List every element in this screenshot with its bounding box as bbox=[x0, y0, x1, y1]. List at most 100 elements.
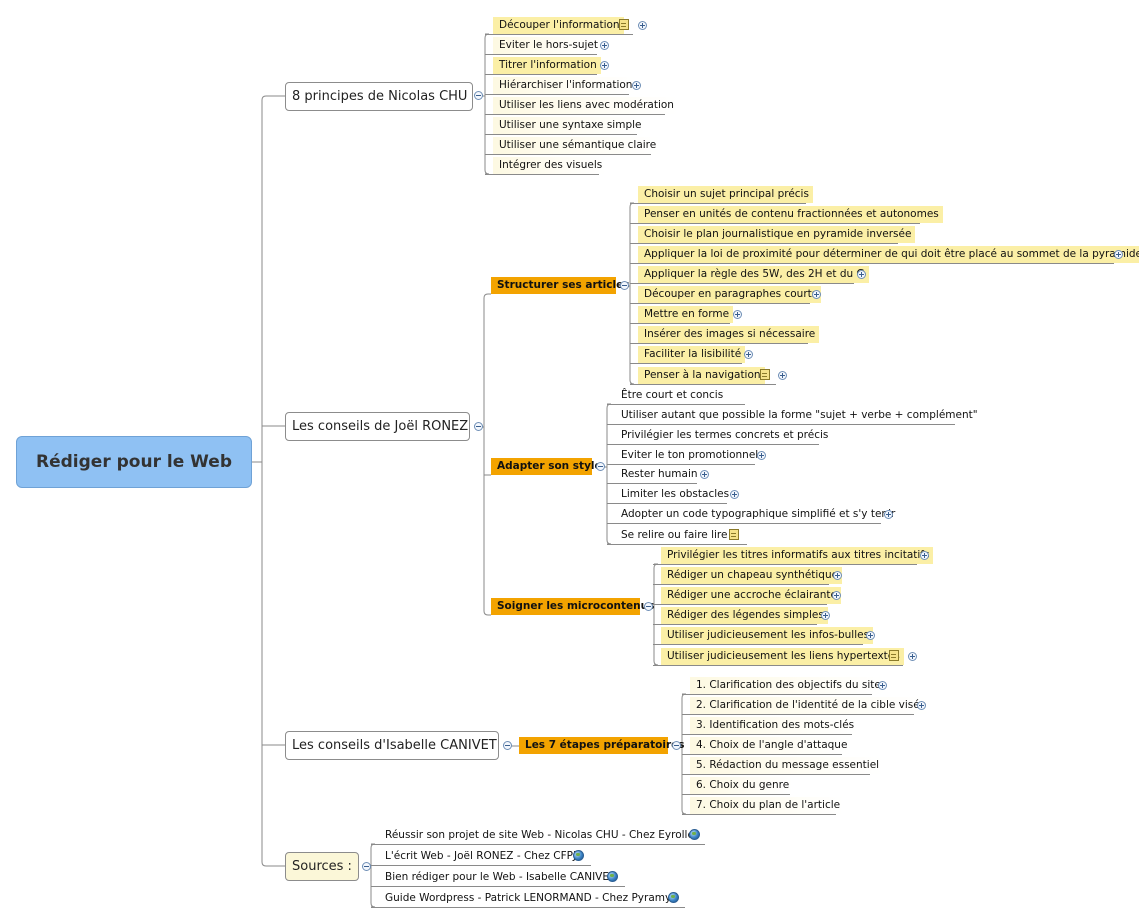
leaf-unites-contenu[interactable]: Penser en unités de contenu fractionnées… bbox=[638, 206, 943, 223]
connector bbox=[653, 660, 659, 666]
collapse-minus-icon[interactable] bbox=[474, 91, 483, 100]
leaf-limiter-obstacles[interactable]: Limiter les obstacles bbox=[621, 488, 730, 500]
leaf-mettre-en-forme[interactable]: Mettre en forme bbox=[638, 306, 734, 323]
leaf-se-relire[interactable]: Se relire ou faire lire bbox=[621, 529, 728, 541]
leaf-regle-5w[interactable]: Appliquer la règle des 5W, des 2H et du … bbox=[638, 266, 869, 283]
expand-plus-icon[interactable] bbox=[600, 61, 609, 70]
connector bbox=[261, 861, 285, 867]
globe-link-icon[interactable] bbox=[689, 829, 700, 840]
expand-plus-icon[interactable] bbox=[730, 490, 739, 499]
note-icon[interactable] bbox=[729, 529, 739, 540]
connector bbox=[484, 169, 490, 175]
connector bbox=[681, 809, 687, 815]
note-icon[interactable] bbox=[619, 19, 629, 30]
leaf-source-chu[interactable]: Réussir son projet de site Web - Nicolas… bbox=[385, 829, 700, 841]
collapse-minus-icon[interactable] bbox=[596, 462, 605, 471]
collapse-minus-icon[interactable] bbox=[503, 741, 512, 750]
expand-plus-icon[interactable] bbox=[632, 81, 641, 90]
leaf-etape-1[interactable]: 1. Clarification des objectifs du site bbox=[690, 677, 885, 694]
leaf-accroche-eclairante[interactable]: Rédiger une accroche éclairante bbox=[661, 587, 841, 604]
leaf-etape-3[interactable]: 3. Identification des mots-clés bbox=[690, 717, 859, 734]
topic-sources[interactable]: Sources : bbox=[285, 852, 359, 881]
leaf-etape-5[interactable]: 5. Rédaction du message essentiel bbox=[690, 757, 884, 774]
leaf-semantique-claire[interactable]: Utiliser une sémantique claire bbox=[493, 137, 661, 154]
subtopic-structurer[interactable]: Structurer ses articles bbox=[491, 277, 629, 294]
leaf-court-concis[interactable]: Être court et concis bbox=[621, 389, 724, 401]
expand-plus-icon[interactable] bbox=[1114, 250, 1123, 259]
expand-plus-icon[interactable] bbox=[833, 571, 842, 580]
subtopic-7-etapes[interactable]: Les 7 étapes préparatoires bbox=[519, 737, 685, 754]
note-icon[interactable] bbox=[889, 650, 899, 661]
leaf-rester-humain[interactable]: Rester humain bbox=[621, 468, 698, 480]
leaf-decouper-information[interactable]: Découper l'information bbox=[493, 17, 624, 34]
expand-plus-icon[interactable] bbox=[884, 510, 893, 519]
connector bbox=[629, 379, 635, 385]
globe-link-icon[interactable] bbox=[607, 871, 618, 882]
connector bbox=[261, 95, 285, 101]
leaf-syntaxe-simple[interactable]: Utiliser une syntaxe simple bbox=[493, 117, 646, 134]
topic-joel-ronez[interactable]: Les conseils de Joël RONEZ bbox=[285, 412, 470, 441]
central-topic[interactable]: Rédiger pour le Web bbox=[16, 436, 252, 488]
expand-plus-icon[interactable] bbox=[733, 310, 742, 319]
leaf-etape-4[interactable]: 4. Choix de l'angle d'attaque bbox=[690, 737, 852, 754]
collapse-minus-icon[interactable] bbox=[362, 862, 371, 871]
expand-plus-icon[interactable] bbox=[600, 41, 609, 50]
expand-plus-icon[interactable] bbox=[778, 371, 787, 380]
leaf-titres-informatifs[interactable]: Privilégier les titres informatifs aux t… bbox=[661, 547, 934, 564]
leaf-ton-promotionnel[interactable]: Eviter le ton promotionnel bbox=[621, 449, 759, 461]
leaf-eviter-hors-sujet[interactable]: Eviter le hors-sujet bbox=[493, 37, 602, 54]
leaf-termes-concrets[interactable]: Privilégier les termes concrets et préci… bbox=[621, 429, 829, 441]
expand-plus-icon[interactable] bbox=[744, 350, 753, 359]
collapse-minus-icon[interactable] bbox=[672, 741, 681, 750]
topic-nicolas-chu[interactable]: 8 principes de Nicolas CHU bbox=[285, 82, 473, 111]
expand-plus-icon[interactable] bbox=[878, 681, 887, 690]
expand-plus-icon[interactable] bbox=[638, 21, 647, 30]
expand-plus-icon[interactable] bbox=[832, 591, 841, 600]
connector bbox=[370, 902, 376, 908]
leaf-sujet-verbe-complement[interactable]: Utiliser autant que possible la forme "s… bbox=[621, 409, 978, 421]
subtopic-style[interactable]: Adapter son style bbox=[491, 458, 602, 475]
expand-plus-icon[interactable] bbox=[812, 290, 821, 299]
leaf-etape-7[interactable]: 7. Choix du plan de l'article bbox=[690, 797, 845, 814]
expand-plus-icon[interactable] bbox=[866, 631, 875, 640]
leaf-loi-proximite[interactable]: Appliquer la loi de proximité pour déter… bbox=[638, 246, 1139, 263]
connector bbox=[483, 610, 491, 616]
leaf-titrer-information[interactable]: Titrer l'information bbox=[493, 57, 601, 74]
leaf-sujet-principal[interactable]: Choisir un sujet principal précis bbox=[638, 186, 813, 203]
expand-plus-icon[interactable] bbox=[757, 451, 766, 460]
collapse-minus-icon[interactable] bbox=[620, 281, 629, 290]
leaf-liens-moderation[interactable]: Utiliser les liens avec modération bbox=[493, 97, 678, 114]
collapse-minus-icon[interactable] bbox=[644, 602, 653, 611]
leaf-source-canivet[interactable]: Bien rédiger pour le Web - Isabelle CANI… bbox=[385, 871, 616, 883]
leaf-code-typographique[interactable]: Adopter un code typographique simplifié … bbox=[621, 508, 896, 520]
subtopic-microcontenus[interactable]: Soigner les microcontenus bbox=[491, 598, 654, 615]
collapse-minus-icon[interactable] bbox=[474, 422, 483, 431]
expand-plus-icon[interactable] bbox=[700, 470, 709, 479]
leaf-integrer-visuels[interactable]: Intégrer des visuels bbox=[493, 157, 607, 174]
expand-plus-icon[interactable] bbox=[857, 270, 866, 279]
globe-link-icon[interactable] bbox=[668, 892, 679, 903]
leaf-paragraphes-courts[interactable]: Découper en paragraphes courts bbox=[638, 286, 822, 303]
globe-link-icon[interactable] bbox=[573, 850, 584, 861]
leaf-faciliter-lisibilite[interactable]: Faciliter la lisibilité bbox=[638, 346, 746, 363]
leaf-liens-hypertextes[interactable]: Utiliser judicieusement les liens hypert… bbox=[661, 648, 904, 665]
expand-plus-icon[interactable] bbox=[908, 652, 917, 661]
leaf-inserer-images[interactable]: Insérer des images si nécessaire bbox=[638, 326, 820, 343]
leaf-etape-6[interactable]: 6. Choix du genre bbox=[690, 777, 794, 794]
leaf-pyramide-inversee[interactable]: Choisir le plan journalistique en pyrami… bbox=[638, 226, 916, 243]
leaf-hierarchiser-information[interactable]: Hiérarchiser l'information bbox=[493, 77, 637, 94]
leaf-source-lenormand[interactable]: Guide Wordpress - Patrick LENORMAND - Ch… bbox=[385, 892, 678, 904]
leaf-source-ronez[interactable]: L'écrit Web - Joël RONEZ - Chez CFPJ bbox=[385, 850, 577, 862]
leaf-etape-2[interactable]: 2. Clarification de l'identité de la cib… bbox=[690, 697, 931, 714]
expand-plus-icon[interactable] bbox=[920, 551, 929, 560]
leaf-legendes-simples[interactable]: Rédiger des légendes simples bbox=[661, 607, 828, 624]
topic-isabelle-canivet[interactable]: Les conseils d'Isabelle CANIVET bbox=[285, 731, 499, 760]
leaf-chapeau-synthetique[interactable]: Rédiger un chapeau synthétique bbox=[661, 567, 843, 584]
leaf-penser-navigation[interactable]: Penser à la navigation bbox=[638, 367, 765, 384]
expand-plus-icon[interactable] bbox=[917, 701, 926, 710]
expand-plus-icon[interactable] bbox=[821, 611, 830, 620]
note-icon[interactable] bbox=[760, 369, 770, 380]
leaf-infos-bulles[interactable]: Utiliser judicieusement les infos-bulles bbox=[661, 627, 874, 644]
